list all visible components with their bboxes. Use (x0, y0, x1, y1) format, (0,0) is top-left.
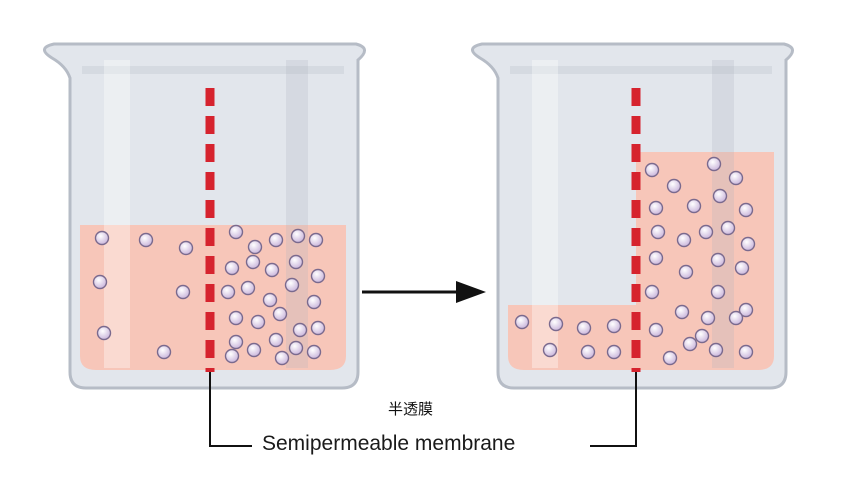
solute-particle-icon (576, 320, 592, 336)
solute-particle-icon (310, 320, 326, 336)
solute-particle-icon (228, 224, 244, 240)
right-arrow-icon (456, 281, 486, 303)
solute-particle-icon (246, 342, 262, 358)
glass-highlight (104, 60, 130, 368)
solute-particle-icon (708, 342, 724, 358)
solute-particle-icon (580, 344, 596, 360)
chinese-caption: 半透膜 (388, 400, 434, 418)
beaker-before (43, 42, 366, 390)
solute-particle-icon (306, 294, 322, 310)
solute-particle-icon (644, 162, 660, 178)
solution-left-compartment (80, 225, 210, 370)
solute-particle-icon (676, 232, 692, 248)
solute-particle-icon (228, 334, 244, 350)
solute-particle-icon (710, 284, 726, 300)
solute-particle-icon (262, 292, 278, 308)
solute-particle-icon (678, 264, 694, 280)
solute-particle-icon (542, 342, 558, 358)
solute-particle-icon (247, 239, 263, 255)
solute-particle-icon (662, 350, 678, 366)
solute-particle-icon (92, 274, 108, 290)
solution-right-compartment (210, 225, 346, 370)
solution-left-compartment (508, 305, 636, 370)
solute-particle-icon (94, 230, 110, 246)
solute-particle-icon (706, 156, 722, 172)
solute-particle-icon (738, 344, 754, 360)
solute-particle-icon (650, 224, 666, 240)
solute-particle-icon (178, 240, 194, 256)
solute-particle-icon (548, 316, 564, 332)
solute-particle-icon (250, 314, 266, 330)
solute-particle-icon (310, 268, 326, 284)
membrane-label: Semipermeable membrane (262, 432, 516, 455)
solute-particle-icon (220, 284, 236, 300)
solute-particle-icon (224, 348, 240, 364)
solute-particle-icon (734, 260, 750, 276)
membrane-leader-line (209, 372, 637, 447)
solute-particles-before (92, 224, 326, 366)
solute-particle-icon (674, 304, 690, 320)
glass-highlight (532, 60, 558, 368)
solute-particle-icon (720, 220, 736, 236)
solute-particle-icon (666, 178, 682, 194)
solute-particle-icon (274, 350, 290, 366)
solute-particle-icon (514, 314, 530, 330)
solute-particle-icon (738, 302, 754, 318)
solute-particle-icon (648, 322, 664, 338)
solute-particle-icon (288, 254, 304, 270)
solute-particle-icon (728, 310, 744, 326)
solute-particle-icon (686, 198, 702, 214)
solute-particle-icon (712, 188, 728, 204)
solute-particle-icon (284, 277, 300, 293)
solute-particle-icon (700, 310, 716, 326)
solute-particle-icon (240, 280, 256, 296)
solute-particle-icon (264, 262, 280, 278)
solute-particle-icon (245, 254, 261, 270)
solute-particle-icon (228, 310, 244, 326)
solute-particle-icon (306, 344, 322, 360)
solute-particle-icon (272, 306, 288, 322)
solute-particle-icon (268, 332, 284, 348)
solute-particle-icon (694, 328, 710, 344)
solute-particle-icon (288, 340, 304, 356)
beaker-after (471, 42, 794, 390)
solute-particle-icon (308, 232, 324, 248)
solute-particle-icon (224, 260, 240, 276)
solute-particle-icon (740, 236, 756, 252)
solute-particle-icon (710, 252, 726, 268)
solute-particle-icon (156, 344, 172, 360)
solute-particle-icon (268, 232, 284, 248)
solute-particles-after (514, 156, 756, 366)
solute-particle-icon (682, 336, 698, 352)
solute-particle-icon (175, 284, 191, 300)
solute-particle-icon (648, 250, 664, 266)
solute-particle-icon (138, 232, 154, 248)
solute-particle-icon (644, 284, 660, 300)
solute-particle-icon (290, 228, 306, 244)
glass-shadow (286, 60, 308, 368)
process-arrow (362, 281, 486, 303)
solute-particle-icon (292, 322, 308, 338)
solute-particle-icon (606, 344, 622, 360)
solute-particle-icon (96, 325, 112, 341)
solute-particle-icon (648, 200, 664, 216)
solute-particle-icon (698, 224, 714, 240)
solute-particle-icon (728, 170, 744, 186)
solute-particle-icon (606, 318, 622, 334)
solute-particle-icon (738, 202, 754, 218)
